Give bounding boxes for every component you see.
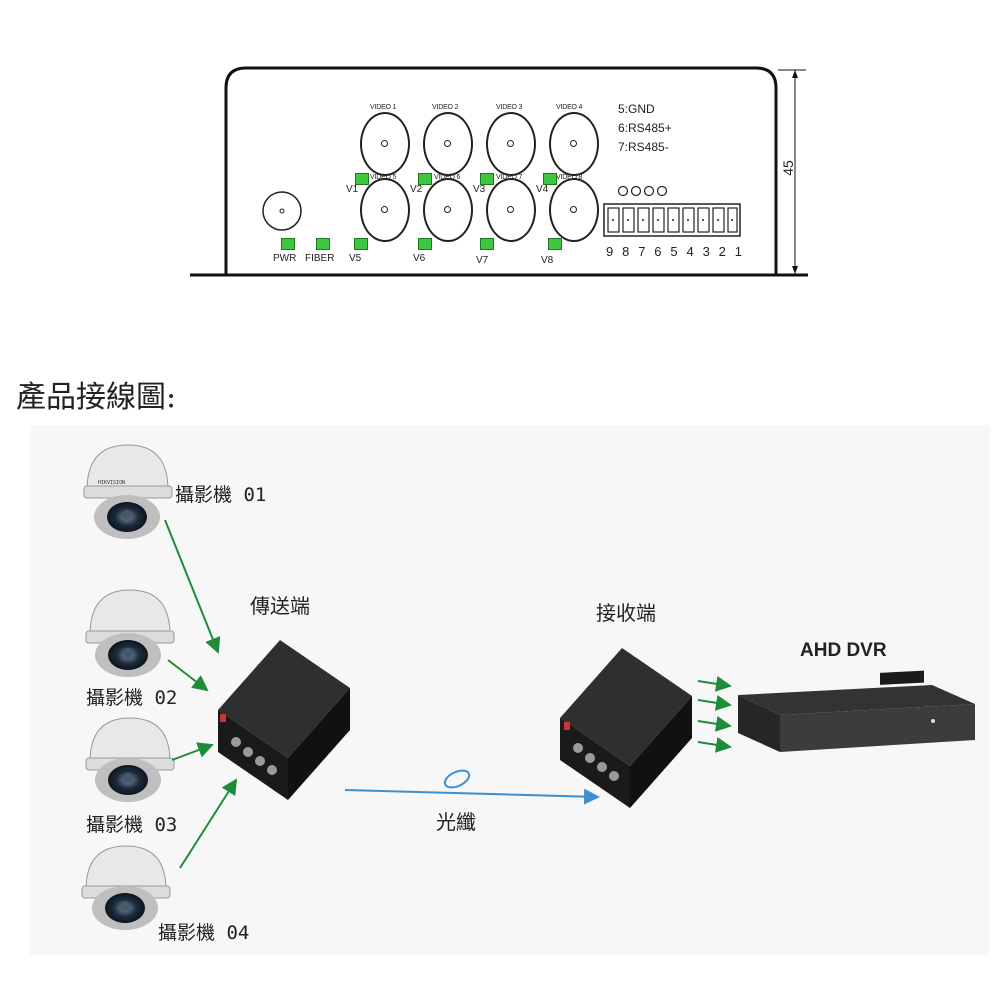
video-label-2: VIDEO 2 [432, 104, 459, 111]
video-label-7: VIDEO 7 [496, 174, 522, 181]
transmitter-device [218, 640, 350, 800]
led-v4 [543, 173, 557, 185]
fiber-label: FIBER [305, 253, 335, 264]
pin-note-rs485-plus: 6:RS485+ [618, 121, 672, 135]
diagram-background [30, 425, 990, 955]
dvr-arrows [697, 675, 732, 753]
panel-outline [190, 66, 808, 277]
bnc-connector-6 [423, 178, 473, 242]
fiber-link-arrow [344, 788, 600, 805]
video-label-5: VIDEO 5 [370, 174, 396, 181]
led-v7 [480, 238, 494, 250]
camera-arrows [164, 519, 238, 869]
pin-notes: 5:GND 6:RS485+ 7:RS485- [618, 100, 672, 157]
video-label-3: VIDEO 3 [496, 104, 523, 111]
receiver-device [560, 648, 692, 808]
led-v2 [418, 173, 432, 185]
led-label-v3: V3 [473, 184, 486, 195]
terminal-numbers: 9 8 7 6 5 4 3 2 1 [606, 244, 742, 259]
terminal-number: 2 [718, 244, 726, 259]
camera-label-03: 攝影機 03 [86, 814, 178, 836]
camera-01 [83, 444, 173, 539]
camera-04 [81, 845, 171, 930]
terminal-number: 7 [638, 244, 646, 259]
camera-label-04: 攝影機 04 [158, 922, 250, 944]
led-label-v7: V7 [476, 255, 489, 266]
terminal-number: 9 [606, 244, 614, 259]
camera-03 [85, 717, 175, 802]
led-v1 [355, 173, 369, 185]
dvr-label: AHD DVR [800, 640, 887, 661]
bnc-connector-4 [549, 112, 599, 176]
video-label-1: VIDEO 1 [370, 104, 397, 111]
bnc-connector-5 [360, 178, 410, 242]
terminal-block [603, 185, 741, 237]
video-label-8: VIDEO 8 [556, 174, 582, 181]
camera-label-01: 攝影機 01 [175, 484, 267, 506]
led-label-v4: V4 [536, 184, 549, 195]
transmitter-label: 傳送端 [250, 594, 310, 618]
led-v8 [548, 238, 562, 250]
led-label-v1: V1 [346, 184, 359, 195]
fiber-coil-icon [443, 769, 471, 789]
led-v3 [480, 173, 494, 185]
bnc-connector-8 [549, 178, 599, 242]
led-fiber [316, 238, 330, 250]
bnc-connector-1 [360, 112, 410, 176]
led-pwr [281, 238, 295, 250]
camera-brand-text: HIKVISION [98, 480, 126, 486]
camera-02 [85, 589, 175, 677]
led-v6 [418, 238, 432, 250]
terminal-number: 1 [734, 244, 742, 259]
bnc-connector-7 [486, 178, 536, 242]
ahd-dvr-device [738, 670, 975, 752]
pwr-label: PWR [273, 253, 297, 264]
terminal-number: 4 [686, 244, 694, 259]
video-label-6: VIDEO 6 [434, 174, 460, 181]
pin-note-rs485-minus: 7:RS485- [618, 140, 669, 154]
led-label-v6: V6 [413, 253, 426, 264]
video-label-4: VIDEO 4 [556, 104, 583, 111]
terminal-number: 8 [622, 244, 630, 259]
bnc-connector-3 [486, 112, 536, 176]
terminal-number: 5 [670, 244, 678, 259]
terminal-number: 6 [654, 244, 662, 259]
led-label-v8: V8 [541, 255, 554, 266]
pin-note-gnd: 5:GND [618, 102, 655, 116]
receiver-label: 接收端 [596, 601, 656, 625]
terminal-number: 3 [702, 244, 710, 259]
wiring-diagram-title: 產品接線圖: [16, 380, 177, 415]
bnc-connector-2 [423, 112, 473, 176]
led-v5 [354, 238, 368, 250]
camera-label-02: 攝影機 02 [86, 687, 178, 709]
led-label-v2: V2 [410, 184, 423, 195]
fiber-label: 光纖 [436, 810, 476, 834]
led-label-v5: V5 [349, 253, 362, 264]
